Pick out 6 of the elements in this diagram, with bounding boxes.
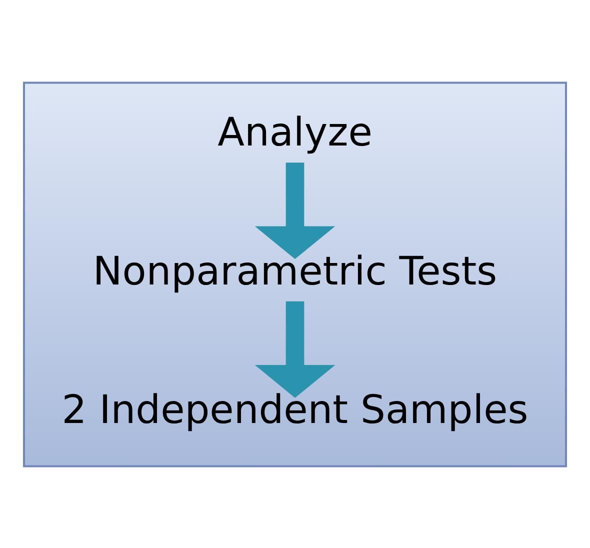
node-text: 2 Independent Samples [62, 388, 528, 433]
node-text: Analyze [218, 110, 372, 156]
cluster [23, 81, 567, 467]
arrow [254, 300, 336, 398]
node-text: Nonparametric Tests [92, 248, 498, 294]
arrow [254, 162, 336, 259]
